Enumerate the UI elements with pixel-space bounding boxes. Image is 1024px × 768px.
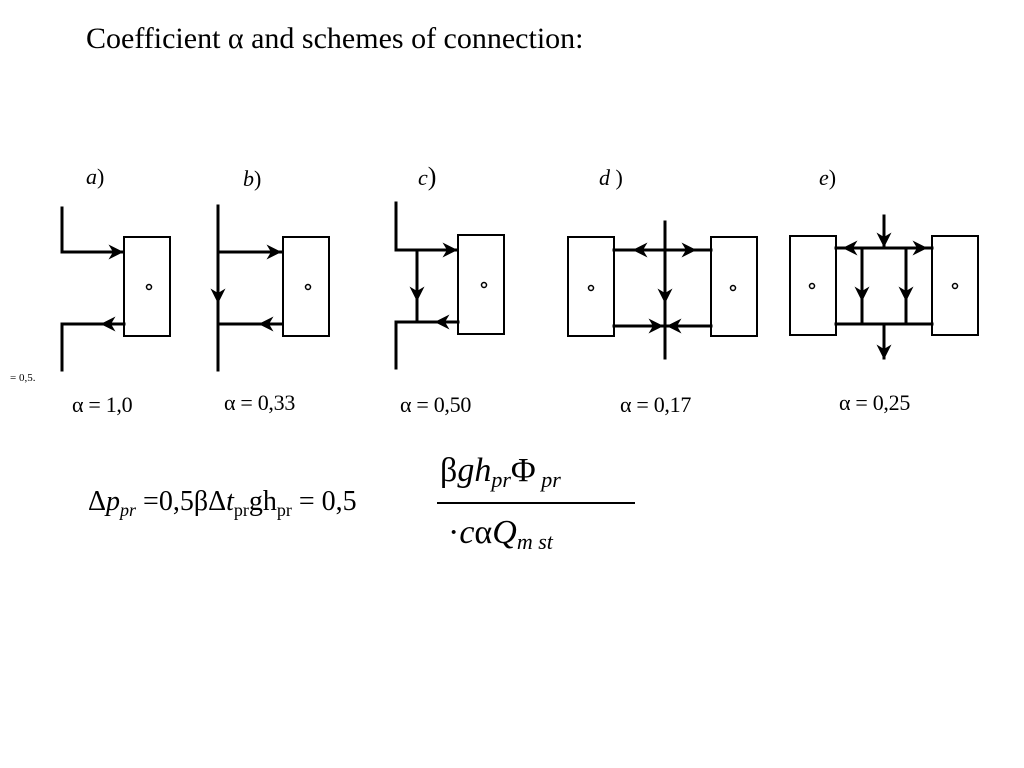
num-pr-sub: pr bbox=[491, 467, 511, 492]
den-c: c bbox=[459, 514, 475, 551]
scheme-letter: d bbox=[599, 165, 610, 190]
scheme-letter: e bbox=[819, 165, 829, 190]
scheme-paren: ) bbox=[254, 166, 262, 191]
scheme-b bbox=[210, 204, 330, 372]
return-pipe bbox=[60, 322, 124, 372]
num-gh: gh bbox=[457, 452, 492, 489]
radiator-dot bbox=[808, 282, 816, 290]
den-dot: · bbox=[448, 514, 460, 551]
radiator-box-right bbox=[931, 235, 979, 336]
formula-p-sub: pr bbox=[120, 500, 137, 520]
den-sub: m st bbox=[516, 529, 553, 554]
alpha-label-e: α = 0,25 bbox=[839, 390, 911, 415]
scheme-paren: ) bbox=[427, 162, 437, 191]
scheme-e bbox=[789, 214, 979, 360]
fraction-bar bbox=[437, 502, 635, 504]
radiator-box-left bbox=[789, 235, 837, 336]
scheme-c bbox=[394, 201, 505, 370]
radiator-dot bbox=[304, 283, 312, 291]
alpha-label-a: α = 1,0 bbox=[72, 392, 133, 417]
scheme-label-b: b) bbox=[243, 166, 261, 192]
margin-note: = 0,5. bbox=[10, 372, 36, 384]
alpha-label-b: α = 0,33 bbox=[224, 390, 296, 415]
num-phi: Φ bbox=[510, 452, 536, 489]
radiator-dot bbox=[587, 284, 595, 292]
scheme-paren: ) bbox=[828, 165, 837, 190]
alpha-label-d: α = 0,17 bbox=[620, 392, 692, 417]
num-phi-sub: pr bbox=[535, 467, 561, 492]
formula-lhs: Δppr =0,5βΔtprghpr = 0,5 bbox=[88, 486, 357, 521]
scheme-letter: b bbox=[243, 166, 254, 191]
formula-rhs: = 0,5 bbox=[291, 486, 357, 517]
radiator-dot bbox=[729, 284, 737, 292]
scheme-letter: c bbox=[418, 165, 428, 190]
formula-gh-sub: pr bbox=[276, 500, 292, 520]
radiator-dot bbox=[951, 282, 959, 290]
radiator-box-left bbox=[567, 236, 615, 337]
num-beta: β bbox=[440, 452, 458, 489]
formula-p: p bbox=[106, 486, 121, 517]
scheme-paren: ) bbox=[97, 164, 105, 189]
formula-gh: gh bbox=[248, 486, 277, 517]
scheme-label-c: c) bbox=[418, 162, 436, 192]
scheme-d bbox=[567, 220, 758, 360]
radiator-box bbox=[123, 236, 171, 337]
radiator-dot bbox=[480, 281, 488, 289]
alpha-label-c: α = 0,50 bbox=[400, 392, 472, 417]
radiator-box bbox=[457, 234, 505, 335]
supply-pipe bbox=[60, 206, 124, 254]
formula-delta: Δ bbox=[88, 486, 107, 517]
formula-denominator: ·cαQm st bbox=[448, 514, 553, 555]
scheme-label-e: e) bbox=[819, 165, 836, 191]
formula-t-sub: pr bbox=[233, 500, 249, 520]
scheme-letter: a bbox=[86, 164, 97, 189]
scheme-a bbox=[60, 206, 171, 372]
supply-pipe bbox=[394, 201, 458, 252]
scheme-paren: ) bbox=[610, 165, 623, 190]
radiator-box bbox=[282, 236, 330, 337]
formula-coef: =0,5βΔ bbox=[136, 486, 227, 517]
den-alpha: α bbox=[474, 514, 493, 551]
scheme-label-d: d ) bbox=[599, 165, 623, 191]
scheme-label-a: a) bbox=[86, 164, 104, 190]
radiator-box-right bbox=[710, 236, 758, 337]
den-q: Q bbox=[492, 514, 517, 551]
slide-title: Coefficient α and schemes of connection: bbox=[86, 22, 584, 55]
formula-numerator: βghprΦ pr bbox=[440, 452, 561, 493]
formula-t: t bbox=[226, 486, 234, 517]
return-pipe bbox=[394, 320, 458, 370]
radiator-dot bbox=[145, 283, 153, 291]
